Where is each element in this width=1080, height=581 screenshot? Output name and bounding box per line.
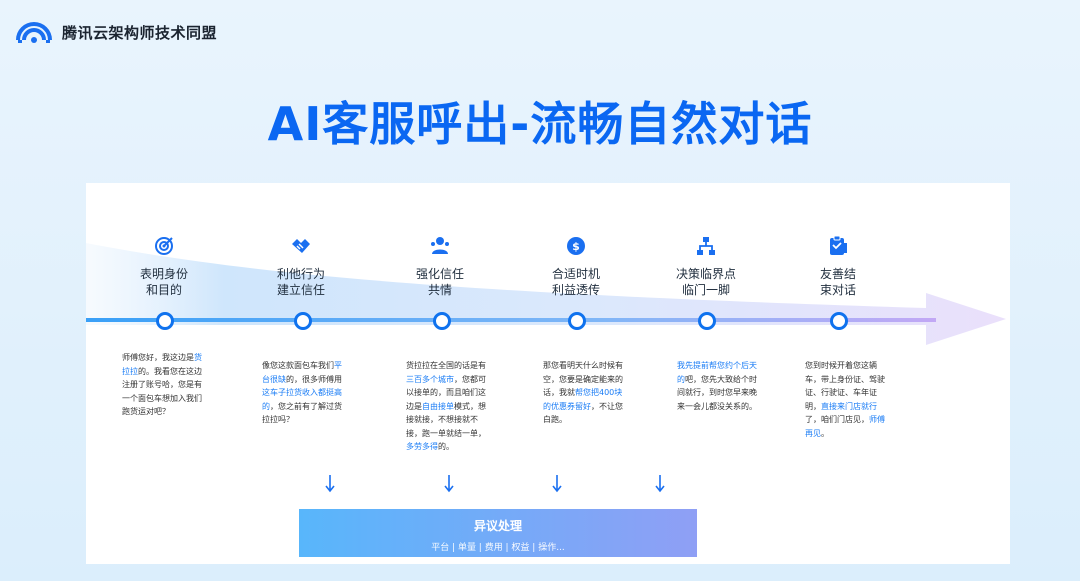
step-6: 友善结 束对话 <box>773 235 903 298</box>
step-label: 友善结 束对话 <box>819 267 856 297</box>
description-text: 的。 <box>438 442 454 451</box>
target-icon <box>155 237 173 255</box>
arrow-down-icon <box>655 475 665 493</box>
step-label: 表明身份 和目的 <box>139 267 188 297</box>
step-description-2: 像您这款面包车我们平台很缺的，很多师傅用这车子拉货收入都挺高的，您之前有了解过货… <box>262 359 346 427</box>
step-1: 表明身份 和目的 <box>99 235 229 298</box>
objection-title: 异议处理 <box>473 519 522 533</box>
objection-subtitle: 平台 | 单量 | 费用 | 权益 | 操作... <box>431 543 565 553</box>
brand-name: 腾讯云架构师技术同盟 <box>62 23 218 42</box>
step-3: 强化信任 共情 <box>375 235 505 298</box>
coin-icon: $ <box>567 237 585 255</box>
svg-text:$: $ <box>572 240 580 253</box>
step-label: 利他行为 建立信任 <box>276 267 325 297</box>
highlighted-text: 自由接单 <box>422 401 454 411</box>
step-description-6: 您到时候开着您这辆车，带上身份证、驾驶证、行驶证、车年证明，直接来门店就行了，咱… <box>805 359 889 440</box>
step-description-5: 我先提前帮您约个后天的吧，您先大致给个时间就行，到时您早来晚来一会儿都没关系的。 <box>677 359 761 413</box>
progress-band <box>86 243 1006 345</box>
description-text: 您到时候开着您这辆车，带上身份证、驾驶证、行驶证、车年证明， <box>805 361 885 411</box>
brand-logo: 腾讯云架构师技术同盟 <box>14 20 217 44</box>
description-text: ，您之前有了解过货拉拉吗？ <box>262 401 342 425</box>
timeline-node-6 <box>830 312 848 330</box>
highlighted-text: 直接来门店就行 <box>821 401 877 411</box>
arrow-down-icon <box>444 475 454 493</box>
highlighted-text: 帮您把400块的优惠券留好 <box>543 388 623 411</box>
highlighted-text: 这车子拉货收入都挺高的 <box>262 388 342 411</box>
description-text: 像您这款面包车我们 <box>262 361 334 370</box>
step-label: 决策临界点 临门一脚 <box>675 267 736 297</box>
step-4: $ 合适时机 利益透传 <box>511 235 641 298</box>
timeline-node-5 <box>698 312 716 330</box>
highlighted-text: 平台很缺 <box>262 361 342 384</box>
step-5: 决策临界点 临门一脚 <box>641 235 771 298</box>
description-text: ，您都可以接单的，而且咱们这边是 <box>406 374 486 411</box>
description-text: 了，咱们门店见， <box>805 415 869 424</box>
highlighted-text: 三百多个城市 <box>406 374 454 384</box>
description-text: 货拉拉在全国的话是有 <box>406 361 486 370</box>
step-label: 合适时机 利益透传 <box>551 267 600 297</box>
clipboard-icon <box>830 235 847 255</box>
objection-handling-box: 异议处理 平台 | 单量 | 费用 | 权益 | 操作... <box>299 509 697 557</box>
wifi-arc-logo-icon <box>16 22 52 43</box>
description-text: 模式，想接就接，不想接就不接，跑一单就结一单， <box>406 401 486 438</box>
arrow-down-icon <box>552 475 562 493</box>
highlighted-text: 货拉拉 <box>122 353 202 376</box>
timeline-node-3 <box>433 312 451 330</box>
flow-card: 表明身份 和目的 利他行为 建立信任 强化信任 共情 $ 合适时机 利益透传 <box>86 183 1010 564</box>
highlighted-text: 多劳多得 <box>406 442 438 451</box>
description-text: 。 <box>821 428 829 438</box>
people-icon <box>431 237 449 254</box>
description-text: 吧，您先大致给个时间就行，到时您早来晚来一会儿都没关系的。 <box>677 374 757 411</box>
highlighted-text: 我先提前帮您约个后天的 <box>677 361 757 384</box>
description-text: 那您看明天什么时候有空，您要是确定能来的话，我就 <box>543 361 623 397</box>
step-description-4: 那您看明天什么时候有空，您要是确定能来的话，我就帮您把400块的优惠券留好，不让… <box>543 359 627 427</box>
handshake-icon <box>292 239 310 253</box>
description-text: 的。我看您在这边注册了账号哈，您是有一个面包车想加入我们跑货运对吧？ <box>122 366 202 417</box>
arrow-down-icon <box>325 475 335 493</box>
description-text: ，不让您白跑。 <box>543 401 623 425</box>
timeline-node-1 <box>156 312 174 330</box>
timeline-node-2 <box>294 312 312 330</box>
network-icon <box>697 237 715 255</box>
step-2: 利他行为 建立信任 <box>236 235 366 298</box>
description-text: 的，很多师傅用 <box>286 374 342 384</box>
timeline-node-4 <box>568 312 586 330</box>
step-label: 强化信任 共情 <box>415 267 464 297</box>
highlighted-text: 师傅再见 <box>805 415 885 438</box>
step-description-1: 师傅您好，我这边是货拉拉的。我看您在这边注册了账号哈，您是有一个面包车想加入我们… <box>122 351 206 419</box>
page-title: AI客服呼出-流畅自然对话 <box>267 97 813 151</box>
description-text: 师傅您好，我这边是 <box>122 353 194 362</box>
step-description-3: 货拉拉在全国的话是有三百多个城市，您都可以接单的，而且咱们这边是自由接单模式，想… <box>406 359 490 454</box>
